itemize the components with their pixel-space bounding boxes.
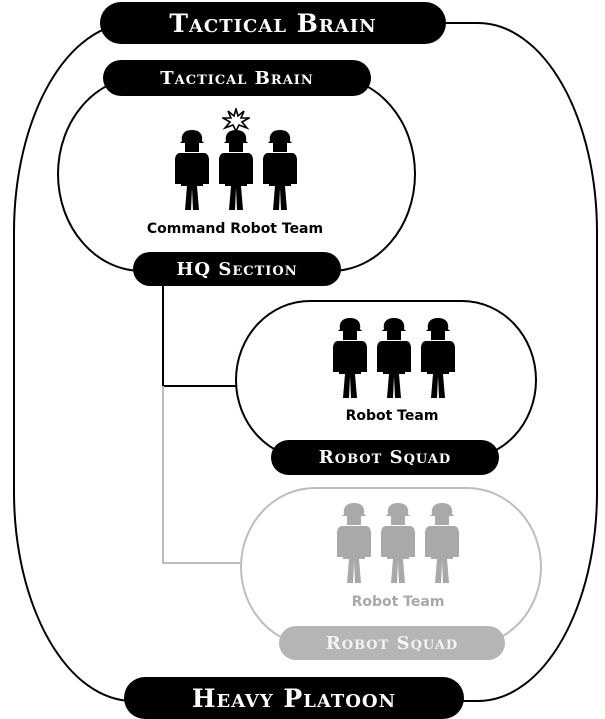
squad-2-robot-team: [334, 501, 462, 585]
robot-soldier-icon: [337, 503, 371, 583]
platoon-bottom-label: Heavy Platoon: [124, 677, 464, 719]
squad-1-team-label: Robot Team: [345, 408, 439, 424]
hq-section-top-label: Tactical Brain: [103, 60, 371, 96]
robot-soldier-icon: [425, 503, 459, 583]
command-robot-team: [172, 108, 300, 212]
robot-soldier-icon: [219, 130, 253, 210]
connector-hq-to-squad-2: [162, 386, 244, 564]
hq-section-bottom-label: HQ Section: [133, 252, 341, 286]
platoon-top-label: Tactical Brain: [100, 2, 446, 44]
robot-soldier-icon: [421, 318, 455, 398]
robot-soldier-icon: [377, 318, 411, 398]
squad-2-team-label: Robot Team: [351, 594, 445, 610]
robot-soldier-icon: [175, 130, 209, 210]
squad-2-bottom-label: Robot Squad: [279, 626, 505, 660]
squad-1-robot-team: [330, 316, 458, 400]
squad-1-bottom-label: Robot Squad: [271, 440, 499, 475]
robot-soldier-icon: [263, 130, 297, 210]
burst-icon: [222, 108, 250, 132]
command-robot-team-label: Command Robot Team: [146, 221, 324, 237]
robot-soldier-icon: [381, 503, 415, 583]
leader-robot: [216, 108, 256, 212]
robot-soldier-icon: [333, 318, 367, 398]
